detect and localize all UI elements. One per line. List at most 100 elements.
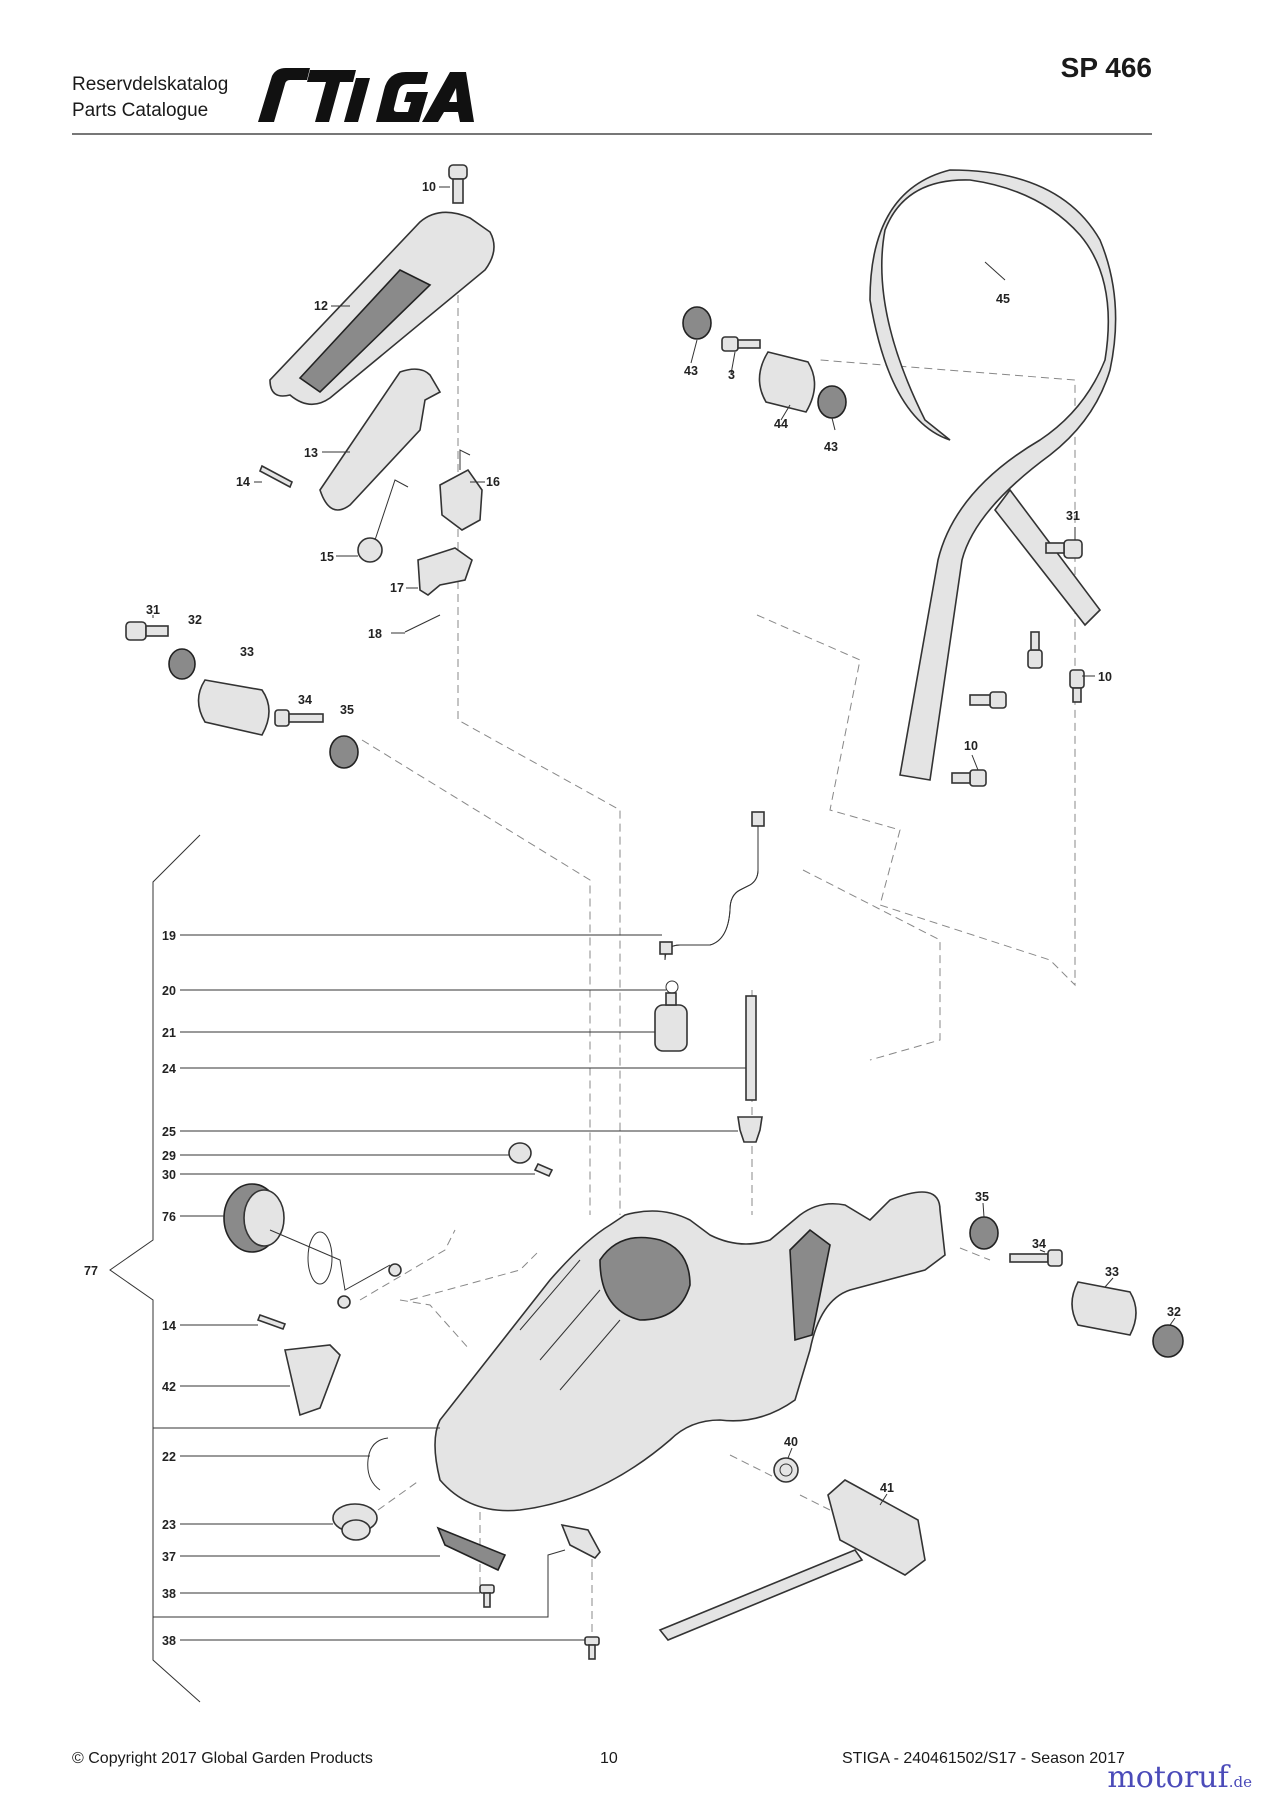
screw-10-right-b [1069,669,1085,703]
callout-38-b: 38 [162,1634,176,1648]
fuel-cap-76 [223,1183,402,1309]
callout-21: 21 [162,1026,176,1040]
callout-37: 37 [162,1550,176,1564]
screw-3 [721,336,761,352]
callout-42: 42 [162,1380,176,1394]
spring-15 [357,479,409,563]
catalog-title: Reservdelskatalog Parts Catalogue [72,72,228,124]
callout-31-left: 31 [146,603,160,617]
lever-37 [436,1526,507,1572]
callout-32-right: 32 [1167,1305,1181,1319]
clamp-20 [665,980,679,994]
callout-19: 19 [162,929,176,943]
screw-38-upper [479,1584,495,1608]
callout-16: 16 [486,475,500,489]
callout-31-right: 31 [1066,509,1080,523]
combination-wrench-41 [658,1479,926,1641]
group-77-bracket [109,834,201,1703]
watermark-name: motoruf [1107,1760,1229,1795]
screw-10-right-d [951,769,987,787]
callout-76: 76 [162,1210,176,1224]
callout-10-lower: 10 [964,739,978,753]
buffer-35-left [329,735,359,769]
cover-42 [284,1344,341,1417]
callout-30: 30 [162,1168,176,1182]
front-handle-45 [869,169,1117,781]
fuel-tank-housing-77 [434,1191,946,1512]
screw-10-top [448,164,468,204]
footer-copyright: © Copyright 2017 Global Garden Products [72,1750,373,1767]
pin-14-top [258,464,294,489]
callout-17: 17 [390,581,404,595]
callout-18: 18 [368,627,382,641]
bracket [560,1523,601,1560]
hose-24 [745,995,757,1101]
av-spring-33-left [197,679,270,736]
throttle-lock-16 [439,449,483,531]
callout-3: 3 [728,368,735,382]
callout-45: 45 [996,292,1010,306]
watermark-domain: .de [1228,1773,1252,1791]
footer-page-number: 10 [600,1750,618,1767]
callout-34-right: 34 [1032,1237,1046,1251]
fuel-filter-21 [654,992,688,1052]
screw-10-right-c [969,691,1007,709]
callout-40: 40 [784,1435,798,1449]
callout-44: 44 [774,417,788,431]
leader-lines [152,186,1176,1641]
callout-labels: 10 12 13 14 15 16 17 18 31 32 33 34 35 4… [84,180,1181,1648]
av-spring-44 [758,351,816,413]
callout-24: 24 [162,1062,176,1076]
header-divider [72,133,1152,135]
catalog-title-swedish: Reservdelskatalog [72,74,229,95]
throttle-trigger-13 [319,368,442,511]
callout-12: 12 [314,299,328,313]
callout-14-lower: 14 [162,1319,176,1333]
av-spring-33-right [1071,1281,1137,1336]
screw-34-left [274,709,324,727]
callout-32-left: 32 [188,613,202,627]
buffer-43-bottom [817,385,847,419]
callout-14: 14 [236,475,250,489]
catalog-title-english: Parts Catalogue [72,100,209,121]
callout-23: 23 [162,1518,176,1532]
fuel-hose-19 [659,811,765,961]
callout-35-right: 35 [975,1190,989,1204]
screw-34-right [1009,1249,1063,1267]
model-number: SP 466 [1060,52,1152,83]
screw-31-left [125,621,169,641]
callout-77: 77 [84,1264,98,1278]
primer-bulb-23 [332,1503,378,1541]
motoruf-watermark: motoruf.de [1107,1760,1252,1795]
callout-43-b: 43 [824,440,838,454]
callout-34-left: 34 [298,693,312,707]
valve-30 [533,1162,554,1178]
buffer-35-right [969,1216,999,1250]
callout-10-right: 10 [1098,670,1112,684]
bushing-29 [508,1142,532,1164]
buffer-43-top [682,306,712,340]
callout-41: 41 [880,1481,894,1495]
lever-17 [417,547,473,596]
callout-43-a: 43 [684,364,698,378]
handle-cover-12 [269,211,495,406]
buffer-32-right [1152,1324,1184,1358]
callout-25: 25 [162,1125,176,1139]
stiga-logo [258,68,474,122]
spring-40 [773,1457,799,1483]
footer-doc-reference: STIGA - 240461502/S17 - Season 2017 [842,1750,1125,1767]
screw-31-right [1045,539,1083,559]
primer-hose-22 [367,1437,389,1491]
callout-33-right: 33 [1105,1265,1119,1279]
callout-20: 20 [162,984,176,998]
buffer-32-left [168,648,196,680]
callout-38-a: 38 [162,1587,176,1601]
callout-22: 22 [162,1450,176,1464]
pin-14-lower [256,1313,287,1331]
callout-33-left: 33 [240,645,254,659]
grommet-25 [737,1116,763,1143]
screw-38-lower [584,1636,600,1660]
callout-10: 10 [422,180,436,194]
screw-10-right-a [1027,631,1043,669]
